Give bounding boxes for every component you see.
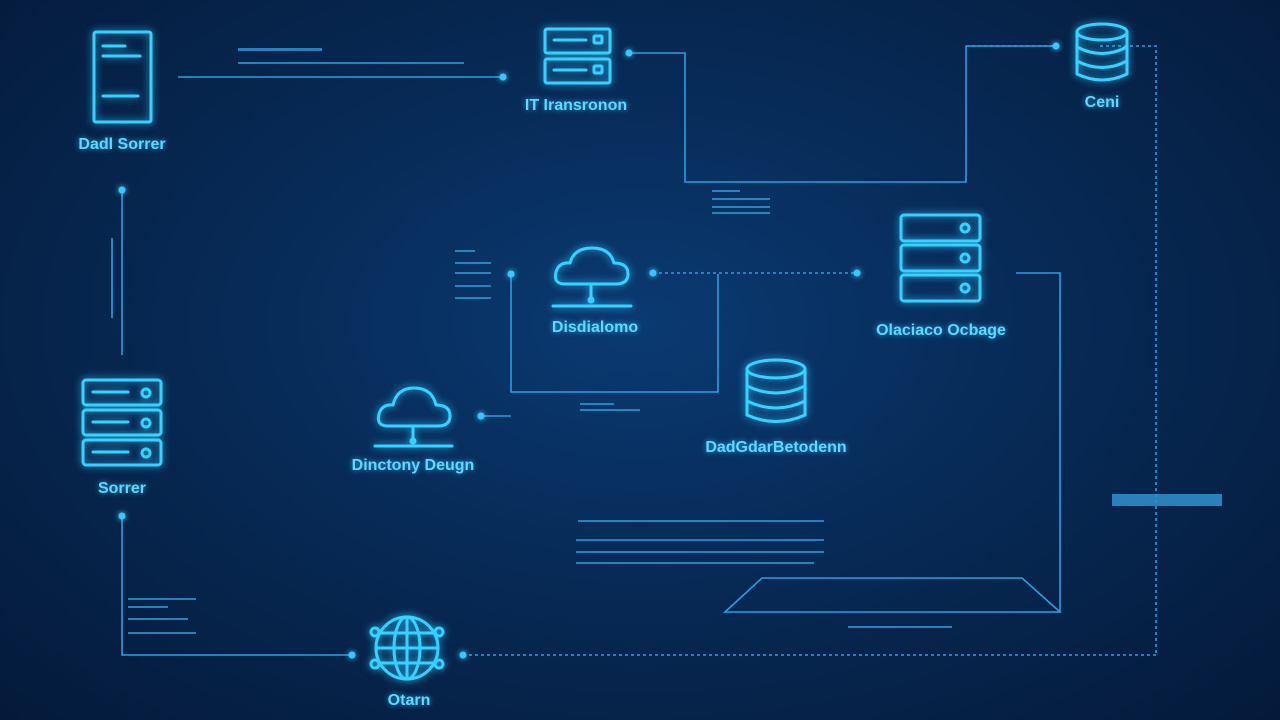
junction-dot [348, 651, 356, 659]
wire-server-to-globe [121, 516, 352, 656]
junction-dot [118, 186, 126, 194]
node-label-clients: Otarn [387, 692, 431, 709]
node-label-directory: Dinctony Deugn [351, 457, 475, 474]
annotation-mark [578, 520, 824, 522]
cloud-icon [373, 386, 454, 448]
annotation-mark [712, 198, 770, 200]
wire-it-hub-to-ceni [629, 45, 1056, 183]
annotation-mark [580, 409, 640, 411]
annotation-mark [576, 551, 824, 553]
junction-dot [1052, 42, 1060, 50]
node-label-server: Sorrer [97, 480, 147, 497]
junction-dot [649, 269, 657, 277]
annotation-mark [455, 297, 491, 299]
node-label-data-center: DadGdarBetodenn [705, 439, 847, 456]
annotation-mark [128, 632, 196, 634]
annotation-mark [455, 262, 491, 264]
node-label-cloud-storage: Olaciaco Ocbage [876, 322, 1006, 339]
annotation-mark [712, 212, 770, 214]
server-stack-icon [899, 213, 982, 303]
decorative-annotations [128, 48, 1222, 634]
node-label-distribution: Disdialomo [551, 319, 639, 336]
annotation-mark [128, 618, 188, 620]
database-icon [1075, 22, 1129, 82]
annotation-mark [712, 190, 740, 192]
junction-dot [499, 73, 507, 81]
junction-dot [853, 269, 861, 277]
wire-storage-down [1016, 272, 1061, 612]
annotation-mark [238, 62, 464, 64]
wire-ceni-right [1100, 45, 1157, 655]
server-tower-icon [92, 30, 153, 124]
junction-dot [477, 412, 485, 420]
node-label-it-hub: IT Iransronon [524, 97, 628, 114]
connectors [111, 45, 1157, 656]
junction-dot [118, 512, 126, 520]
junction-dots [118, 42, 1060, 659]
node-label-data-server: Dadl Sorrer [78, 136, 166, 153]
server-stack-icon [81, 378, 163, 467]
platform-plate [722, 577, 1063, 613]
server-stack-icon [543, 27, 612, 85]
database-icon [745, 358, 807, 423]
annotation-mark [580, 403, 614, 405]
annotation-mark [848, 626, 952, 628]
junction-dot [507, 270, 515, 278]
globe-icon [369, 615, 445, 681]
wire-cloud-loop [510, 274, 719, 393]
annotation-mark [128, 606, 168, 608]
junction-dot [625, 49, 633, 57]
node-label-cloud-db: Ceni [1084, 94, 1120, 111]
annotation-mark [128, 598, 196, 600]
annotation-mark [455, 272, 491, 274]
junction-dot [459, 651, 467, 659]
annotation-mark [712, 206, 770, 208]
cloud-icon [551, 246, 633, 308]
annotation-mark [455, 250, 475, 252]
annotation-mark [455, 285, 491, 287]
annotation-mark [576, 562, 814, 564]
annotation-mark [1112, 494, 1222, 506]
annotation-mark [238, 48, 322, 51]
